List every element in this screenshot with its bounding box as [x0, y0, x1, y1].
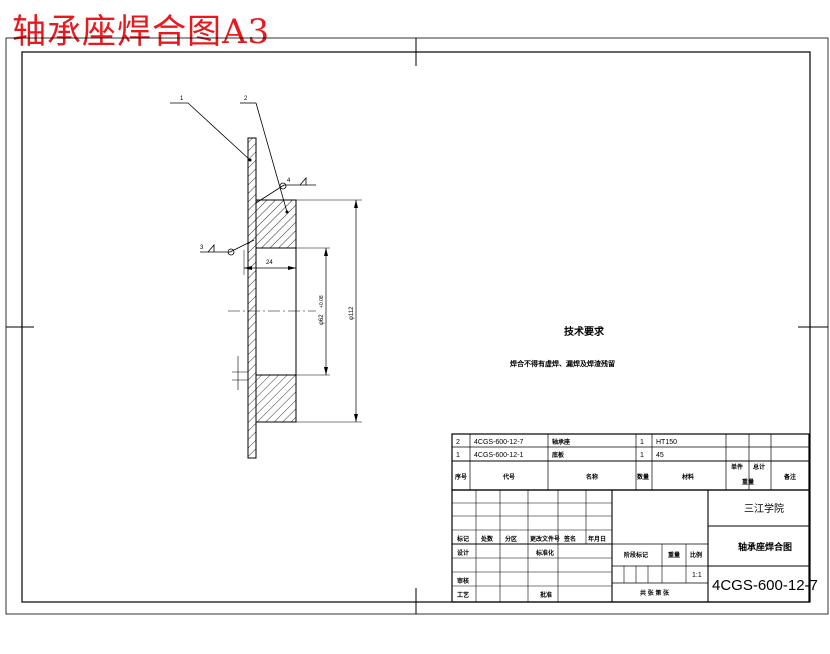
tb-label-stage-mark: 阶段标记 [624, 551, 648, 559]
base-plate [247, 137, 257, 459]
title-drawing-number: 4CGS-600-12-7 [712, 577, 818, 594]
bom-row-2-qty: 1 [640, 439, 644, 446]
bom-row-2-material: HT150 [656, 439, 677, 446]
bom-header-no: 序号 [454, 473, 467, 481]
bom-header-total-weight: 总计 [753, 463, 765, 471]
tb-label-sign: 签名 [563, 535, 576, 543]
balloon-2: 2 [244, 96, 248, 102]
bom-header-name: 名称 [586, 473, 598, 481]
tb-label-scale: 比例 [690, 551, 702, 559]
bom-row-2-code: 4CGS-600-12-7 [474, 439, 524, 446]
bom-header-qty: 数量 [637, 473, 649, 481]
tb-label-count: 处数 [480, 535, 494, 543]
banner-title: 轴承座焊合图A3 [12, 12, 271, 52]
balloon-1: 1 [180, 96, 184, 102]
tech-req-note: 焊合不得有虚焊、漏焊及焊渣残留 [510, 359, 615, 368]
tb-label-change-doc: 更改文件号 [530, 535, 560, 543]
bom-row-2-no: 2 [456, 439, 460, 446]
dim-outer-diameter: φ112 [349, 306, 355, 320]
bom-row-1-material: 45 [656, 452, 664, 459]
bom-row-1-no: 1 [456, 452, 460, 459]
tb-label-process: 工艺 [457, 591, 469, 599]
bom-header-remark: 备注 [783, 473, 796, 481]
tb-label-weight: 重量 [668, 551, 680, 559]
tb-label-review: 审核 [457, 577, 469, 585]
housing-upper-section [255, 199, 297, 249]
bom-row-1-code: 4CGS-600-12-1 [474, 452, 524, 459]
bom-row-1-qty: 1 [640, 452, 644, 459]
weld-symbol-4: 4 [287, 178, 291, 184]
tb-label-design: 设计 [457, 549, 469, 557]
tech-req-heading: 技术要求 [564, 325, 605, 338]
dim-width: 24 [266, 260, 273, 266]
dim-bore-tolerance: +0.08 [319, 295, 325, 308]
tb-label-approve: 批准 [540, 591, 552, 599]
tb-label-standard: 标准化 [535, 549, 554, 557]
tb-label-sheet: 共 张 第 张 [640, 589, 670, 597]
title-block [451, 489, 810, 603]
housing-lower-section [255, 374, 297, 423]
bom-header-weight: 重量 [742, 478, 754, 486]
outer-border [5, 37, 829, 615]
bom-header-unit-weight: 单件 [731, 463, 743, 471]
bom-header-material: 材料 [681, 473, 694, 481]
dim-bore-diameter: φ62 [319, 314, 325, 325]
title-drawing-name: 轴承座焊合图 [738, 541, 792, 552]
title-scale: 1:1 [692, 572, 702, 579]
weld-symbol-3: 3 [200, 245, 204, 251]
title-school: 三江学院 [744, 502, 784, 515]
tb-label-date: 年月日 [588, 535, 606, 543]
tb-label-zone: 分区 [505, 535, 517, 543]
bom-row-2-name: 轴承座 [552, 438, 570, 446]
bom-row-1-name: 底板 [552, 451, 565, 459]
bom-header-code: 代号 [502, 473, 515, 481]
tb-label-mark: 标记 [456, 535, 469, 543]
inner-frame [21, 51, 811, 603]
